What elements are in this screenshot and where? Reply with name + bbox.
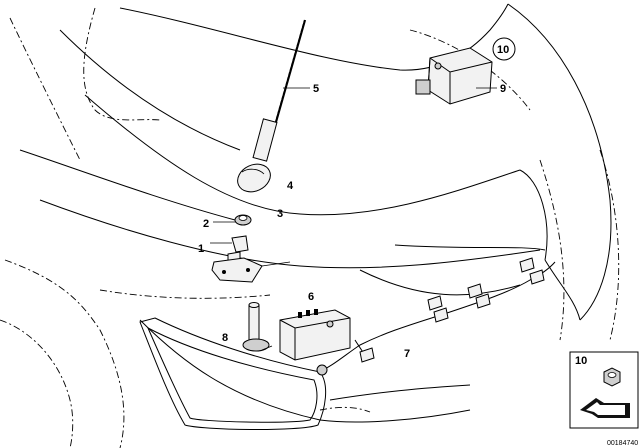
wiring-harness <box>316 257 556 376</box>
callout-labels: 5 4 3 2 1 6 8 7 9 10 <box>198 37 516 360</box>
amplifier-module <box>279 309 351 361</box>
callout-10: 10 <box>497 44 509 56</box>
inset-label: 10 <box>575 355 587 367</box>
callout-1: 1 <box>198 243 204 255</box>
document-number: 00184740 <box>607 440 638 447</box>
vehicle-body-outline <box>19 3 612 423</box>
antenna-rod <box>252 19 307 162</box>
phantom-outlines <box>0 7 620 448</box>
inset-panel: 10 <box>569 351 639 429</box>
control-unit <box>415 47 493 105</box>
antenna-nut <box>234 214 252 226</box>
callout-6: 6 <box>308 291 314 303</box>
callout-2: 2 <box>203 218 209 230</box>
bumper-panel <box>139 317 371 430</box>
antenna-base-mount <box>211 235 291 283</box>
callout-5: 5 <box>313 83 319 95</box>
callout-9: 9 <box>500 83 506 95</box>
callout-4: 4 <box>287 180 294 192</box>
callout-8: 8 <box>222 332 228 344</box>
callout-3: 3 <box>277 208 283 220</box>
callout-leaders <box>210 87 497 244</box>
antenna-stud <box>242 302 273 352</box>
antenna-cover <box>237 163 271 193</box>
callout-10-circle <box>492 37 516 61</box>
callout-7: 7 <box>404 348 410 360</box>
